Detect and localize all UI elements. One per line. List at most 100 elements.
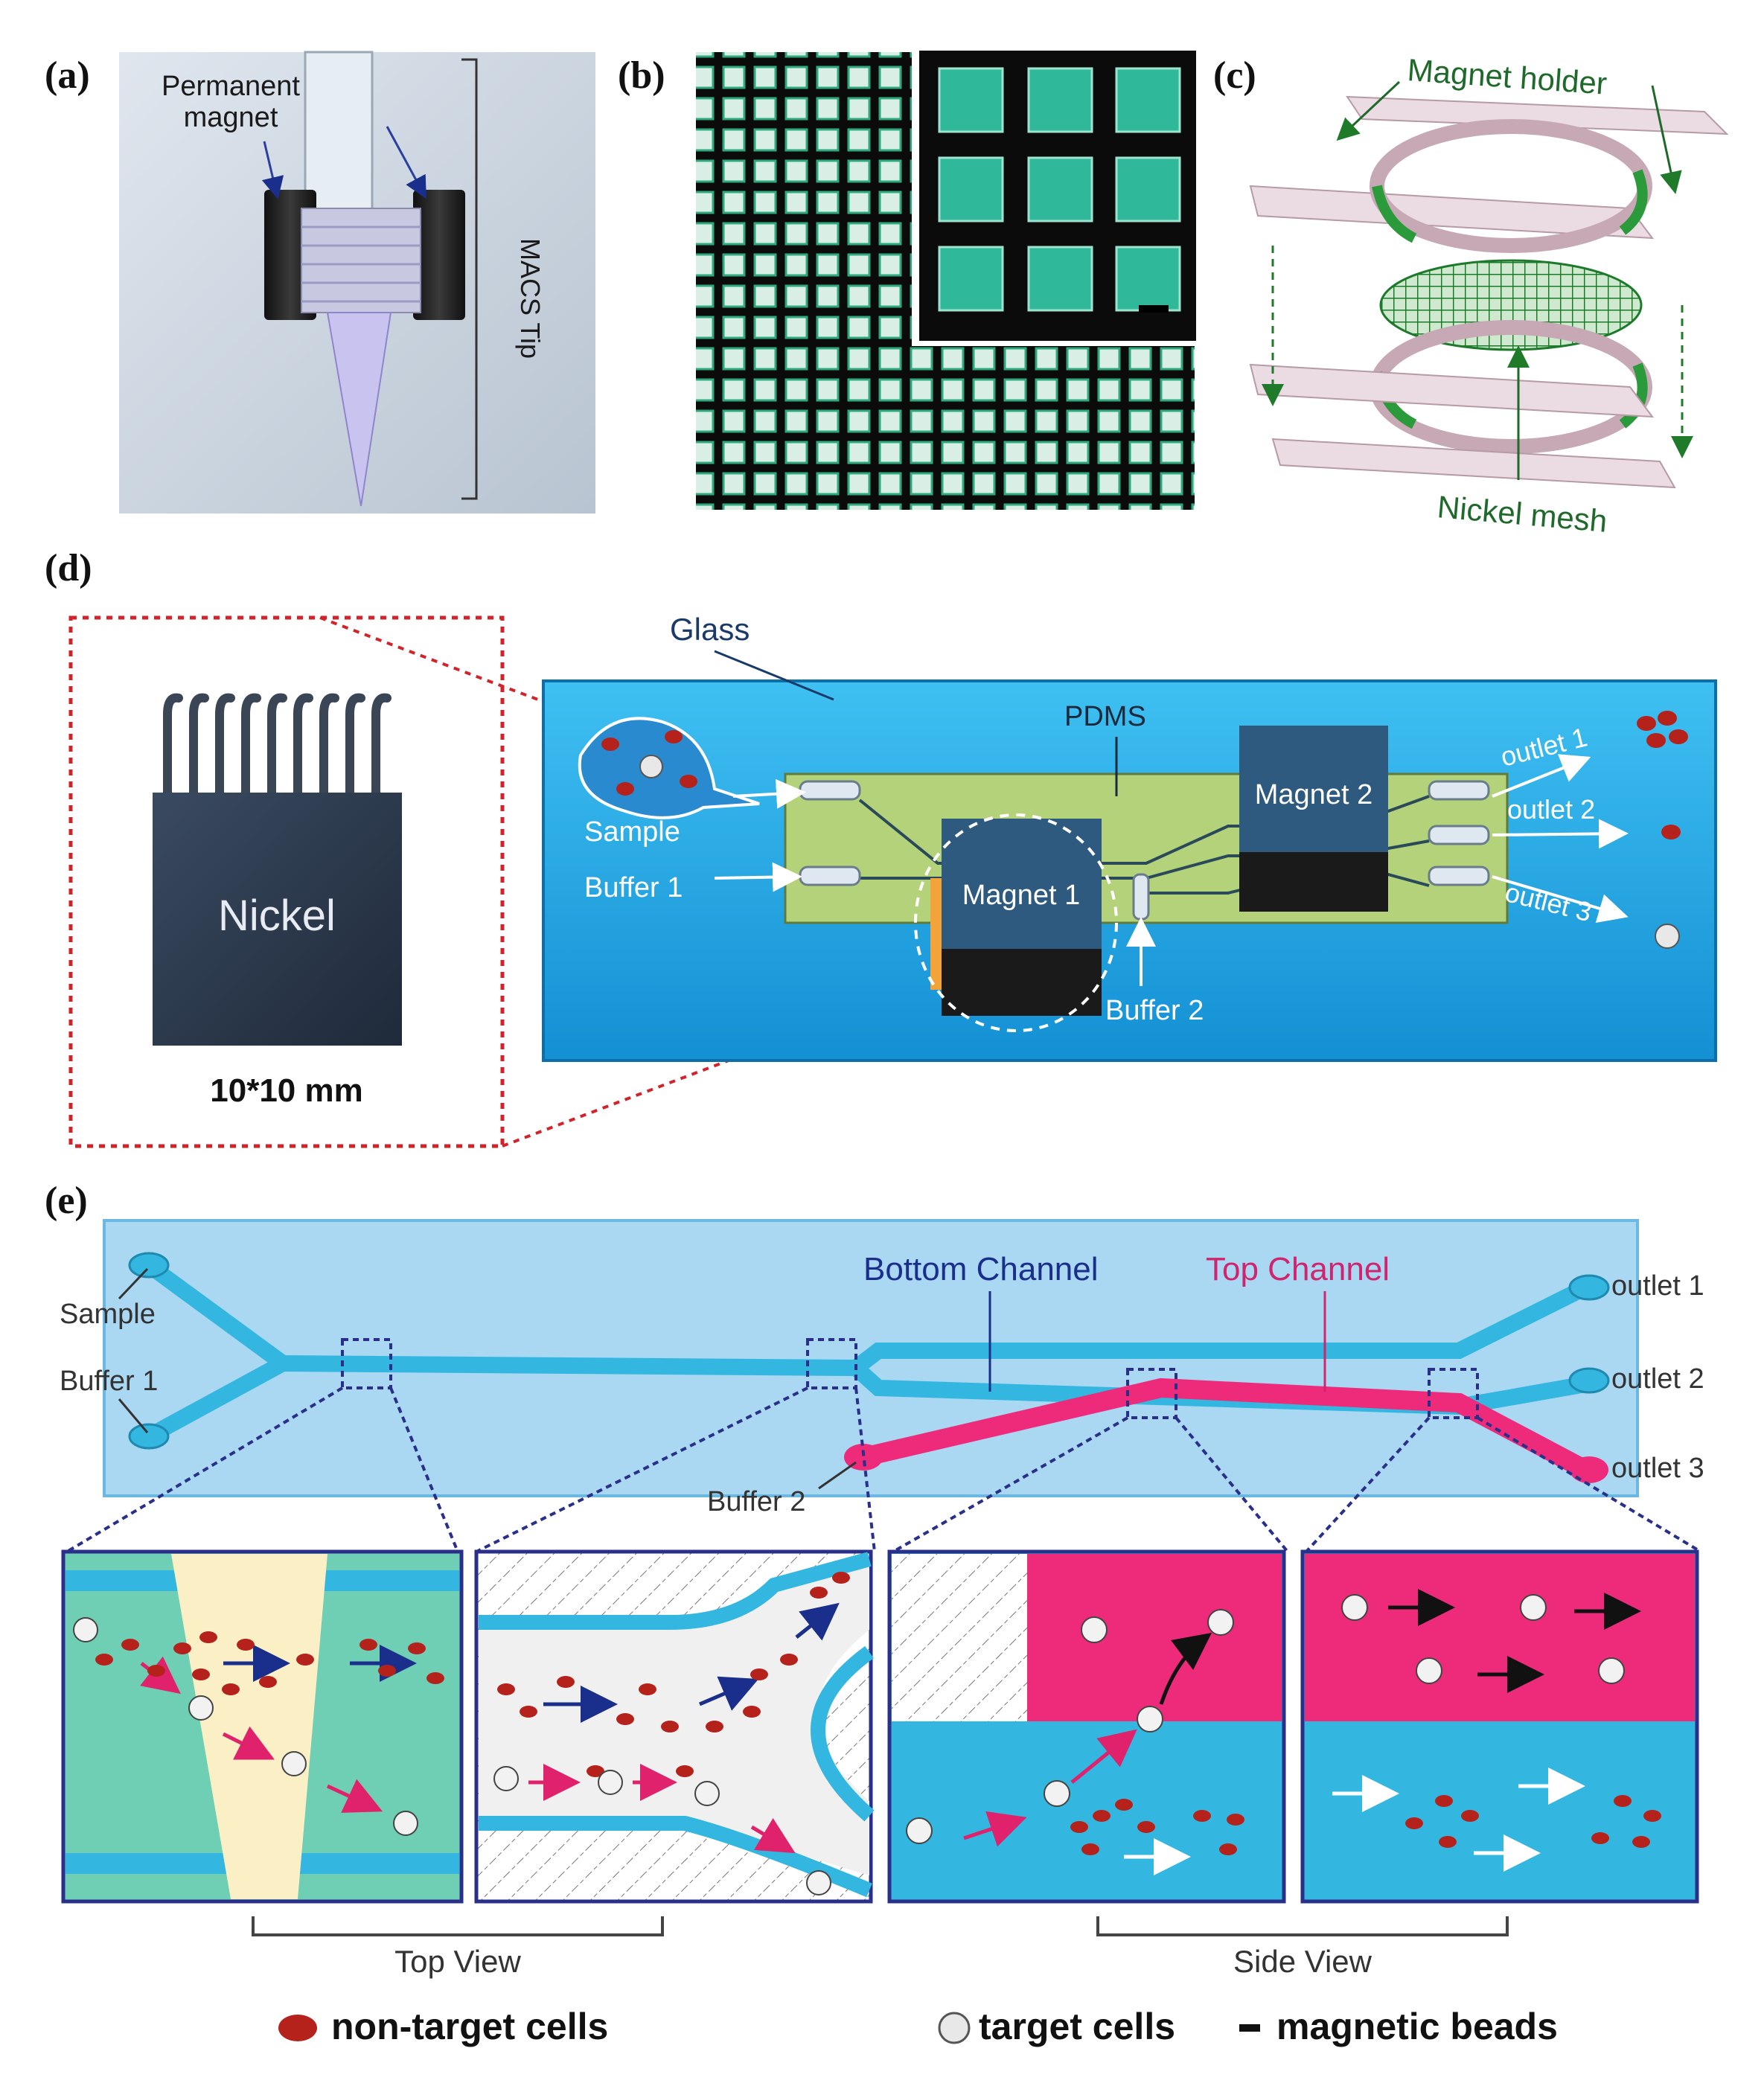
right-permanent-magnet <box>413 190 465 320</box>
panel-a: (a) Permanent magnet MACS Tip <box>45 51 595 513</box>
outlet2-arrow <box>1492 819 1629 849</box>
bottom-ports <box>128 1252 1610 1450</box>
zoom3-target-cells <box>906 1609 1234 1844</box>
magnet-pointer-right <box>386 126 426 199</box>
outlet2-cell <box>1661 825 1681 839</box>
top-view-bracket <box>252 1916 664 1936</box>
holder-bar-bottom <box>1271 438 1676 489</box>
buffer1-pointer-e <box>118 1398 149 1433</box>
magnet1-label: Magnet 1 <box>962 880 1080 911</box>
panel-e: (e) Sample Buffer 1 Buffer 2 Bottom Chan… <box>45 1180 1704 1979</box>
zoom2-red-cells <box>497 1572 850 1777</box>
zoom-panel-4 <box>1300 1549 1699 1904</box>
column-body <box>301 208 421 313</box>
holder-pointer-right <box>1651 85 1682 194</box>
zoom3-red-cells <box>1070 1799 1244 1855</box>
side-view-label: Side View <box>1233 1944 1372 1979</box>
magnet2-top <box>1239 726 1388 852</box>
bottom-channel-label: Bottom Channel <box>863 1251 1099 1287</box>
magnet-label-line1: Permanent <box>162 71 300 102</box>
column-rings <box>301 225 421 303</box>
outlet1-arrow <box>1492 754 1591 798</box>
zoom-panel-1 <box>61 1549 464 1904</box>
legend-beads-swatch <box>1239 2024 1260 2032</box>
legend-target-label: target cells <box>979 2006 1175 2047</box>
magnet-top-left <box>1372 185 1417 243</box>
magnet-bottom-right <box>1619 362 1648 429</box>
panel-a-label: (a) <box>45 54 90 97</box>
magnet2-bottom <box>1239 852 1388 912</box>
zoom-line-top <box>319 616 935 850</box>
buffer2-pointer-e <box>818 1461 857 1490</box>
outlet3-arrow <box>1492 875 1629 924</box>
outlet3-port <box>1570 1456 1608 1483</box>
buffer1-inlet-arrow <box>714 862 802 892</box>
sample-target-cell <box>639 755 663 778</box>
magnet-label-line2: magnet <box>184 102 278 133</box>
legend-beads-label: magnetic beads <box>1276 2006 1558 2047</box>
macs-tip-label: MACS Tip <box>515 238 546 359</box>
sample-pointer-e <box>118 1267 149 1300</box>
zoom2-target-cells <box>493 1766 831 1895</box>
outlet1-label-e: outlet 1 <box>1611 1270 1704 1302</box>
zoom-markers <box>341 1338 1479 1419</box>
top-channel-label: Top Channel <box>1206 1251 1390 1287</box>
nickel-inset-box <box>68 615 505 1148</box>
sample-label-e: Sample <box>60 1299 156 1330</box>
nickel-mesh-label: Nickel mesh <box>1436 489 1608 539</box>
buffer1-label-d: Buffer 1 <box>584 872 683 903</box>
outlet3-label-e: outlet 3 <box>1611 1453 1704 1484</box>
holder-pointer-left <box>1336 80 1401 141</box>
buffer1-label-e: Buffer 1 <box>60 1366 158 1397</box>
inset-mesh-openings <box>938 67 1181 312</box>
panel-e-label: (e) <box>45 1180 88 1222</box>
scale-bar <box>1139 305 1169 313</box>
outlet2-label-e: outlet 2 <box>1611 1363 1704 1395</box>
sample-red-cells <box>601 730 697 796</box>
zoom4-red-cells <box>1405 1795 1661 1848</box>
buffer2-label-d: Buffer 2 <box>1105 995 1204 1026</box>
panel-c: (c) Magnet holder Nickel mesh <box>1213 52 1729 539</box>
outlet2-label-d: outlet 2 <box>1507 794 1595 825</box>
glass-label: Glass <box>670 612 750 647</box>
zoom-line-bottom <box>502 988 916 1148</box>
legend: non-target cells target cells magnetic b… <box>278 2006 1558 2047</box>
glass-pointer <box>714 650 834 701</box>
zoom4-target-cells <box>1341 1594 1625 1684</box>
magnet-holder-label: Magnet holder <box>1406 52 1608 101</box>
top-view-label: Top View <box>394 1944 521 1979</box>
magnet2-label: Magnet 2 <box>1255 779 1372 810</box>
zoom1-red-cells <box>95 1631 444 1695</box>
legend-non-target-swatch <box>278 2015 317 2041</box>
magnet-top-right <box>1619 169 1648 235</box>
magnet1-highlight <box>914 813 1118 1032</box>
legend-non-target-label: non-target cells <box>331 2006 608 2047</box>
magnet-pointer-left <box>261 141 284 199</box>
zoom-panel-2 <box>474 1549 875 1904</box>
side-view-bracket <box>1096 1916 1509 1936</box>
outlet3-target-cell <box>1655 924 1680 949</box>
legend-target-swatch <box>938 2012 971 2044</box>
holder-bar-mid-top <box>1249 185 1655 240</box>
sample-inlet-arrow <box>732 778 806 809</box>
nickel-plate <box>153 793 402 1046</box>
pdms-label: PDMS <box>1064 701 1146 732</box>
holder-bar-top <box>1346 95 1729 135</box>
buffer2-label-e: Buffer 2 <box>707 1486 805 1517</box>
nickel-size-label: 10*10 mm <box>210 1072 362 1109</box>
magnet1-bottom <box>942 949 1102 1016</box>
nickel-label: Nickel <box>218 892 336 940</box>
nickel-teeth <box>163 693 392 801</box>
panel-d-label: (d) <box>45 547 92 589</box>
zoom-connectors <box>65 1386 1702 1553</box>
panel-b-label: (b) <box>618 54 665 97</box>
zoom1-target-cells <box>73 1617 418 1836</box>
outlet1-cells <box>1637 711 1688 748</box>
panel-c-label: (c) <box>1213 54 1256 97</box>
holder-bar-mid-bottom <box>1249 363 1655 418</box>
top-channel <box>854 1378 1595 1479</box>
tip-bracket <box>461 58 478 500</box>
magnet1-top <box>942 819 1102 949</box>
nickel-strip-edge <box>930 878 942 990</box>
